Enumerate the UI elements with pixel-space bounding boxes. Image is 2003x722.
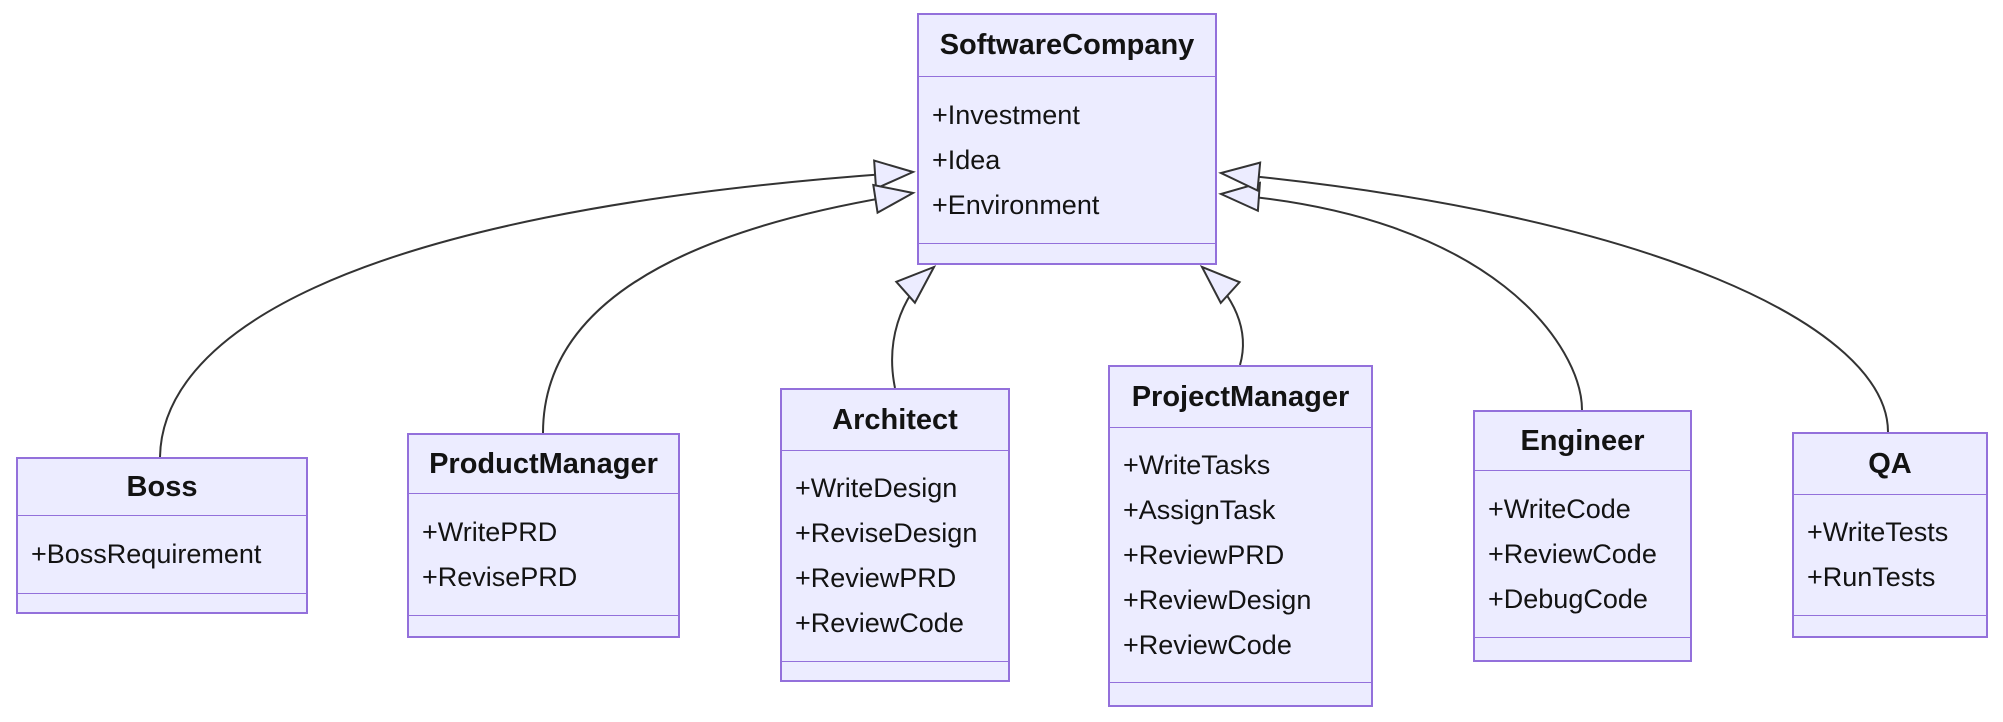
class-member: +WriteTasks [1123, 449, 1271, 480]
class-member: +WriteCode [1488, 493, 1631, 524]
class-attributes: +WriteDesign +ReviseDesign +ReviewPRD +R… [782, 450, 1008, 661]
class-boss: Boss +BossRequirement [16, 457, 308, 614]
edge-architect-to-softwarecompany [891, 265, 937, 389]
edge-qa-to-softwarecompany [1218, 161, 1889, 433]
class-member: +ReviewCode [1123, 629, 1292, 660]
class-member: +BossRequirement [31, 539, 262, 569]
class-methods-empty [18, 593, 306, 612]
class-title: ProjectManager [1131, 380, 1350, 413]
edge-engineer-to-softwarecompany [1218, 181, 1583, 411]
class-attributes: +WritePRD +RevisePRD [409, 493, 678, 615]
class-member: +Idea [932, 144, 1001, 175]
class-methods-empty [782, 661, 1008, 680]
class-softwarecompany: SoftwareCompany +Investment +Idea +Envir… [917, 13, 1217, 265]
class-title: Boss [126, 470, 198, 503]
class-member: +ReviewPRD [1123, 539, 1285, 570]
class-member: +WriteDesign [795, 473, 958, 503]
class-member: +RevisePRD [422, 561, 578, 592]
class-member: +RunTests [1807, 562, 1936, 592]
class-title: SoftwareCompany [939, 29, 1195, 61]
class-member: +DebugCode [1488, 583, 1648, 614]
class-member: +ReviewCode [795, 608, 964, 638]
class-productmanager: ProductManager +WritePRD +RevisePRD [407, 433, 680, 638]
class-methods-empty [1475, 637, 1690, 660]
class-title: Architect [832, 403, 958, 436]
class-member: +AssignTask [1123, 494, 1276, 525]
class-member: +ReviewCode [1488, 538, 1657, 569]
class-qa: QA +WriteTests +RunTests [1792, 432, 1988, 638]
class-methods-empty [409, 615, 678, 636]
class-methods-empty [1110, 682, 1371, 705]
class-title: QA [1868, 447, 1912, 480]
class-member: +Environment [932, 189, 1100, 220]
class-member: +ReviewPRD [795, 563, 957, 593]
class-title: ProductManager [429, 447, 658, 480]
class-member: +Investment [932, 99, 1080, 130]
edge-boss-to-softwarecompany [159, 159, 916, 458]
class-architect: Architect +WriteDesign +ReviseDesign +Re… [780, 388, 1010, 682]
class-member: +ReviewDesign [1123, 584, 1312, 615]
class-projectmanager: ProjectManager +WriteTasks +AssignTask +… [1108, 365, 1373, 707]
edge-projectmanager-to-softwarecompany [1199, 265, 1244, 366]
class-methods-empty [1794, 615, 1986, 636]
class-methods-empty [919, 243, 1215, 263]
class-title: Engineer [1520, 424, 1645, 457]
class-attributes: +BossRequirement [18, 515, 306, 593]
class-member: +ReviseDesign [795, 518, 978, 548]
class-attributes: +Investment +Idea +Environment [919, 76, 1215, 243]
edge-productmanager-to-softwarecompany [542, 183, 916, 434]
class-engineer: Engineer +WriteCode +ReviewCode +DebugCo… [1473, 410, 1692, 662]
class-attributes: +WriteCode +ReviewCode +DebugCode [1475, 470, 1690, 637]
class-attributes: +WriteTasks +AssignTask +ReviewPRD +Revi… [1110, 427, 1371, 682]
class-member: +WriteTests [1807, 517, 1949, 547]
class-member: +WritePRD [422, 516, 558, 547]
class-attributes: +WriteTests +RunTests [1794, 494, 1986, 615]
